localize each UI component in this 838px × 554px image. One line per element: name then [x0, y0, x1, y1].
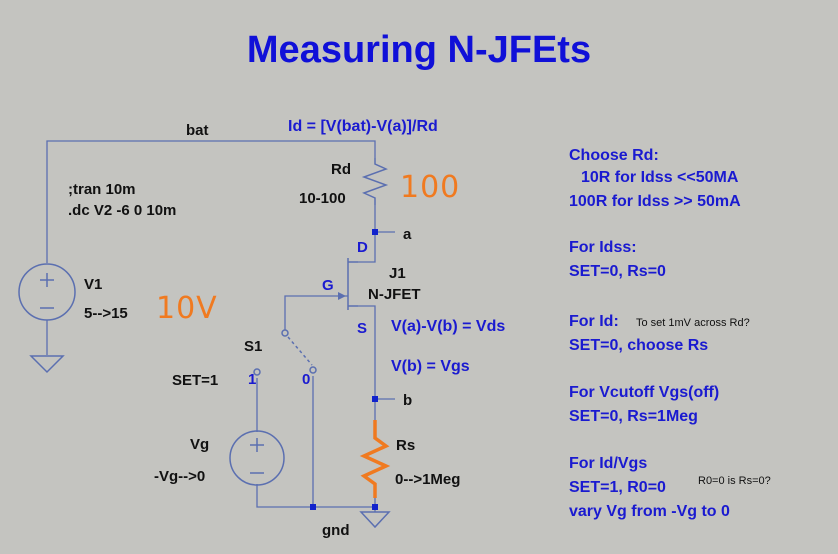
j1-jfet[interactable] [338, 258, 358, 310]
v1-name: V1 [84, 276, 102, 293]
vg-source[interactable] [229, 430, 285, 486]
v1-value: 5-->15 [84, 305, 128, 322]
v1-source[interactable] [18, 263, 76, 321]
junction-a [372, 229, 378, 235]
formula-id: Id = [V(bat)-V(a)]/Rd [288, 118, 438, 135]
formula-vds: V(a)-V(b) = Vds [391, 318, 505, 335]
junction-b [372, 396, 378, 402]
s1-contact-0 [309, 366, 317, 374]
vg-symbol [229, 430, 285, 486]
rs-value: 0-->1Meg [395, 471, 460, 488]
notes-panel: Choose Rd: 10R for Idss <<50MA 100R for … [569, 147, 771, 520]
rd-resistor[interactable] [361, 158, 389, 205]
jfet-pin-d: D [357, 239, 368, 256]
v1-symbol [18, 263, 76, 321]
rd-annotation: 100 [400, 170, 460, 205]
note-vcutoff-heading: For Vcutoff Vgs(off) [569, 384, 719, 401]
rs-resistor[interactable] [359, 420, 391, 498]
note-id-small: To set 1mV across Rd? [636, 317, 750, 329]
ground-icon-v1 [29, 355, 65, 374]
wire-vg-gnd [256, 484, 375, 508]
jfet-gate-arrow-icon [338, 292, 346, 300]
note-idss-heading: For Idss: [569, 239, 637, 256]
formula-vgs: V(b) = Vgs [391, 358, 470, 375]
wire-bat [46, 140, 376, 263]
s1-blade [287, 336, 313, 366]
net-label-gnd: gnd [322, 522, 350, 539]
rd-value: 10-100 [299, 190, 346, 207]
wires [46, 140, 395, 512]
s1-pos1-label: 1 [248, 371, 256, 388]
vg-value: -Vg-->0 [154, 468, 205, 485]
jfet-pin-g: G [322, 277, 334, 294]
net-label-b: b [403, 392, 412, 409]
note-idvgs-heading: For Id/Vgs [569, 455, 647, 472]
note-vcutoff-line1: SET=0, Rs=1Meg [569, 408, 698, 425]
jfet-type: N-JFET [368, 286, 421, 303]
s1-setting: SET=1 [172, 372, 218, 389]
jfet-pin-s: S [357, 320, 367, 337]
note-id-heading: For Id: [569, 313, 619, 330]
note-choose-rd-line2: 100R for Idss >> 50mA [569, 193, 741, 210]
directive-tran: ;tran 10m [68, 181, 136, 198]
s1-name: S1 [244, 338, 262, 355]
rs-name: Rs [396, 437, 415, 454]
note-idvgs-line1: SET=1, R0=0 [569, 479, 666, 496]
ground-icon-main [359, 511, 391, 529]
note-idvgs-line2: vary Vg from -Vg to 0 [569, 503, 730, 520]
note-choose-rd-heading: Choose Rd: [569, 147, 659, 164]
net-label-a: a [403, 226, 412, 243]
rd-name: Rd [331, 161, 351, 178]
v1-annotation: 10V [156, 291, 218, 326]
wire-drain [358, 205, 376, 263]
note-idvgs-small: R0=0 is Rs=0? [698, 475, 771, 487]
vg-name: Vg [190, 436, 209, 453]
directive-dc: .dc V2 -6 0 10m [68, 202, 176, 219]
s1-contact-1 [253, 368, 261, 376]
wire-source [358, 305, 376, 420]
junction-gnd [372, 504, 378, 510]
s1-common-contact [281, 329, 289, 337]
junction-gnd-switch [310, 504, 316, 510]
page-title: Measuring N-JFEts [247, 29, 591, 71]
wire-gate [284, 295, 348, 330]
note-id-line1: SET=0, choose Rs [569, 337, 708, 354]
note-choose-rd-line1: 10R for Idss <<50MA [581, 169, 739, 186]
s1-pos0-label: 0 [302, 371, 310, 388]
net-label-bat: bat [186, 122, 209, 139]
jfet-name: J1 [389, 265, 406, 282]
note-idss-line1: SET=0, Rs=0 [569, 263, 666, 280]
s1-switch[interactable] [253, 329, 317, 376]
